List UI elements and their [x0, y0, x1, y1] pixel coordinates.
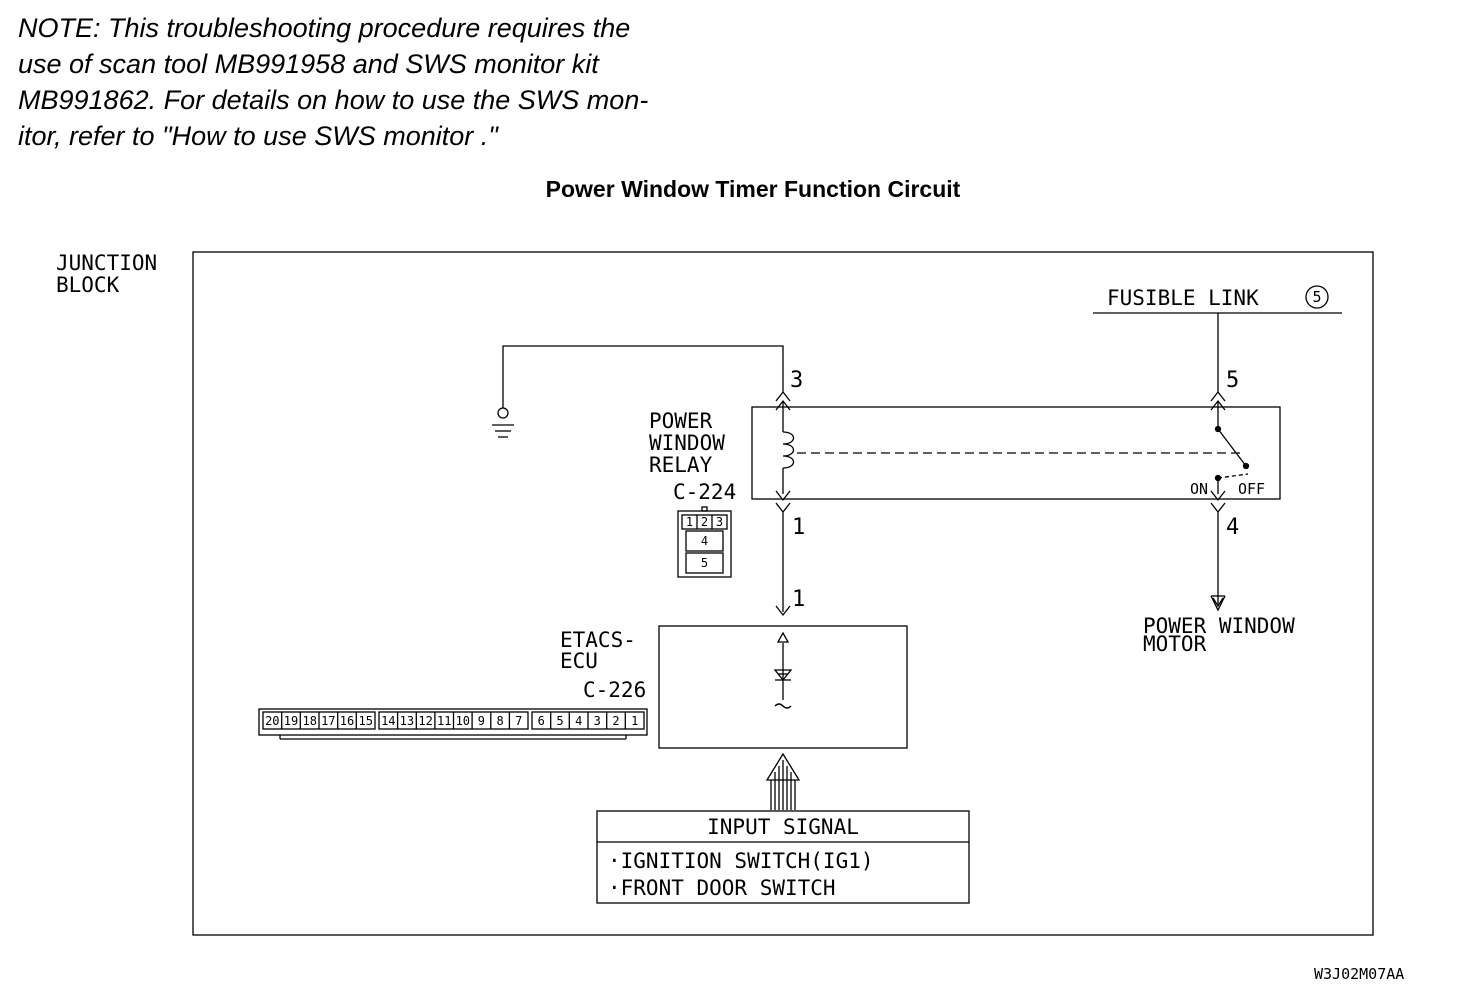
relay-pin5-label: 5: [1226, 368, 1239, 393]
fusible-link-number: 5: [1312, 288, 1321, 306]
c226-cell-8: 13: [400, 714, 414, 728]
input-signal-arrow-icon: [765, 752, 801, 810]
relay-switch-icon: [1214, 425, 1250, 494]
c226-cell-10: 11: [437, 714, 451, 728]
relay-coil-icon: [782, 431, 795, 469]
motor-arrow-icon: [1210, 595, 1226, 612]
c226-cell-2: 19: [284, 714, 298, 728]
relay-pin3-label: 3: [790, 368, 803, 393]
c226-cell-1: 20: [265, 714, 279, 728]
relay-pin3-arrow: [775, 390, 791, 432]
c226-cell-11: 10: [456, 714, 470, 728]
note-line-1: NOTE: This troubleshooting procedure req…: [18, 13, 631, 43]
relay-box: [751, 406, 1281, 500]
c226-cell-15: 6: [538, 714, 545, 728]
relay-pin4-label: 4: [1226, 515, 1239, 540]
c226-cell-14: 7: [515, 714, 522, 728]
figure-code: W3J02M07AA: [1314, 965, 1404, 983]
relay-on-label: ON: [1190, 480, 1208, 498]
relay-pin1-label: 1: [792, 515, 805, 540]
c224-cell-4: 4: [701, 534, 708, 548]
relay-connector-label: C-224: [673, 480, 736, 504]
c226-cell-4: 17: [321, 714, 335, 728]
c224-cell-3: 3: [716, 515, 723, 529]
ecu-connector-label: C-226: [583, 678, 646, 702]
input-signal-item-1: ·IGNITION SWITCH(IG1): [608, 849, 874, 873]
fusible-link-number-circle: [1305, 285, 1329, 309]
ecu-pin1-arrow: [775, 605, 791, 617]
fusible-link-label: FUSIBLE LINK: [1107, 286, 1259, 310]
ground-wire: [502, 345, 784, 408]
ecu-pin1-label: 1: [792, 587, 805, 612]
note-line-2: use of scan tool MB991958 and SWS monito…: [18, 49, 599, 79]
diagram-title: Power Window Timer Function Circuit: [545, 176, 961, 202]
c226-cell-5: 16: [340, 714, 354, 728]
c226-cell-13: 8: [496, 714, 503, 728]
c226-cell-16: 5: [556, 714, 563, 728]
note-line-4: itor, refer to "How to use SWS monitor .…: [18, 121, 498, 151]
relay-off-label: OFF: [1238, 480, 1265, 498]
ground-icon: [492, 407, 514, 438]
ecu-box: [658, 625, 908, 749]
c226-cell-6: 15: [358, 714, 372, 728]
c226-cell-3: 18: [302, 714, 316, 728]
input-signal-box: [596, 810, 970, 904]
relay-pin1-arrow: [775, 490, 791, 514]
note-text: NOTE: This troubleshooting procedure req…: [18, 10, 778, 154]
ecu-name-label: ETACS-ECU: [560, 628, 636, 673]
relay-pin4-arrow: [1210, 490, 1226, 514]
note-line-3: MB991862. For details on how to use the …: [18, 85, 649, 115]
ecu-input-icon: [773, 631, 793, 709]
c226-cell-7: 14: [381, 714, 395, 728]
c224-cell-2: 2: [701, 515, 708, 529]
c224-cell-5: 5: [701, 556, 708, 570]
c226-connector-icon: [258, 708, 648, 740]
junction-block-frame: [192, 251, 1374, 936]
c226-cell-9: 12: [418, 714, 432, 728]
c226-cell-20: 1: [631, 714, 638, 728]
c226-cell-18: 3: [594, 714, 601, 728]
input-signal-item-2: ·FRONT DOOR SWITCH: [608, 876, 836, 900]
relay-pin5-arrow: [1210, 390, 1226, 427]
c224-connector-icon: [677, 506, 732, 578]
c226-cell-17: 4: [575, 714, 582, 728]
c226-cell-12: 9: [478, 714, 485, 728]
c224-cell-1: 1: [686, 515, 693, 529]
input-signal-header: INPUT SIGNAL: [707, 815, 859, 839]
c226-cell-19: 2: [612, 714, 619, 728]
